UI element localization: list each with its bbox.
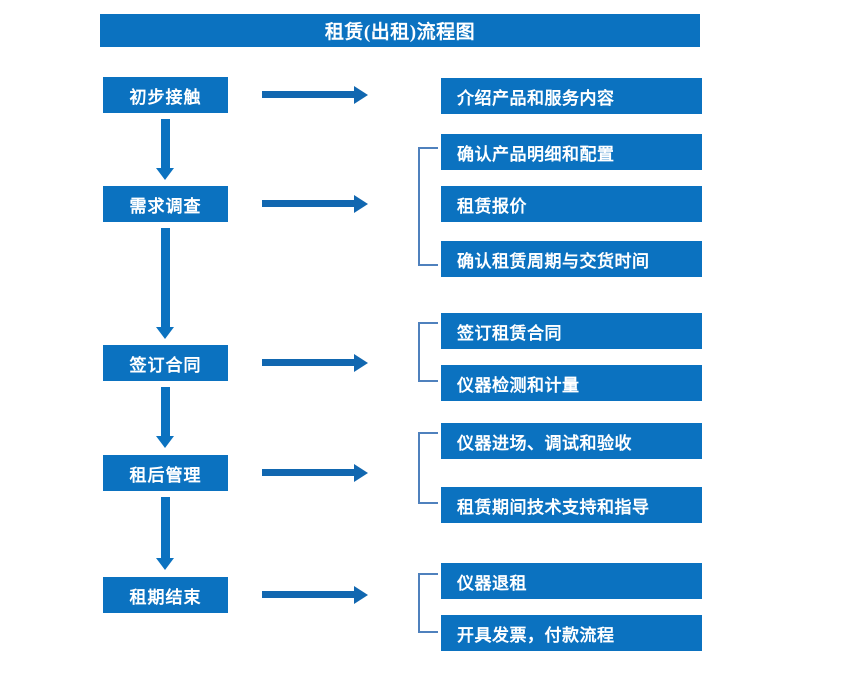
- stage-box-1[interactable]: 初步接触: [103, 77, 228, 113]
- horizontal-arrow-2: [262, 194, 368, 213]
- group-bracket-demand-survey: [418, 147, 438, 266]
- horizontal-arrow-1: [262, 85, 368, 104]
- detail-box-10[interactable]: 开具发票，付款流程: [441, 615, 702, 651]
- detail-box-7[interactable]: 仪器进场、调试和验收: [441, 423, 702, 459]
- detail-box-3[interactable]: 租赁报价: [441, 186, 702, 222]
- diagram-title: 租赁(出租)流程图: [100, 14, 700, 47]
- vertical-arrow-1-to-2: [156, 119, 174, 180]
- stage-box-2[interactable]: 需求调查: [103, 186, 228, 222]
- vertical-arrow-3-to-4: [156, 387, 174, 448]
- vertical-arrow-4-to-5: [156, 497, 174, 570]
- detail-box-9[interactable]: 仪器退租: [441, 563, 702, 599]
- detail-box-6[interactable]: 仪器检测和计量: [441, 365, 702, 401]
- detail-box-4[interactable]: 确认租赁周期与交货时间: [441, 241, 702, 277]
- group-bracket-rental-end: [418, 573, 438, 633]
- stage-box-5[interactable]: 租期结束: [103, 577, 228, 613]
- detail-box-1[interactable]: 介绍产品和服务内容: [441, 78, 702, 114]
- group-bracket-sign-contract: [418, 322, 438, 382]
- detail-box-5[interactable]: 签订租赁合同: [441, 313, 702, 349]
- horizontal-arrow-5: [262, 585, 368, 604]
- detail-box-8[interactable]: 租赁期间技术支持和指导: [441, 487, 702, 523]
- stage-box-3[interactable]: 签订合同: [103, 345, 228, 381]
- group-bracket-post-rental: [418, 432, 438, 504]
- vertical-arrow-2-to-3: [156, 228, 174, 339]
- stage-box-4[interactable]: 租后管理: [103, 455, 228, 491]
- horizontal-arrow-4: [262, 463, 368, 482]
- detail-box-2[interactable]: 确认产品明细和配置: [441, 134, 702, 170]
- horizontal-arrow-3: [262, 353, 368, 372]
